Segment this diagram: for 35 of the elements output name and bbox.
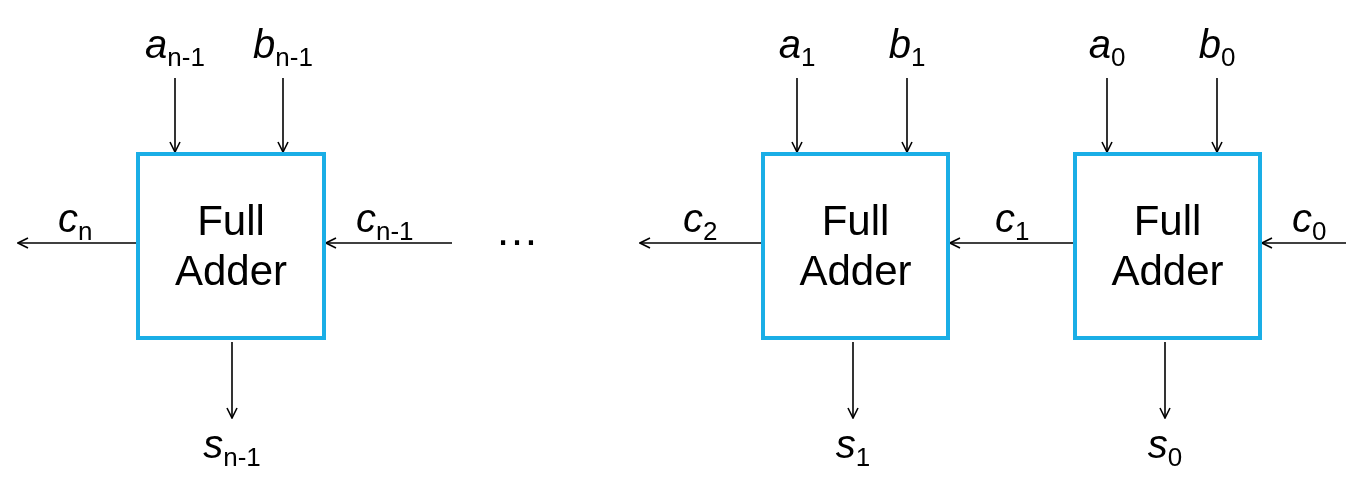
arrow [1211,77,1223,153]
signal-label: b$_{1}$ [877,18,937,76]
arrow [1159,341,1171,419]
arrow [325,237,453,249]
signal-label: b$_{n-1}$ [243,18,323,76]
arrow [17,237,137,249]
full-adder-box [136,152,326,340]
signal-label: s$_{0}$ [1135,418,1195,476]
edge-label: c$_{n-1}$ [356,198,414,244]
arrow [277,77,289,153]
signal-label: a$_{0}$ [1077,18,1137,76]
arrow [1101,77,1113,153]
adder-label: Full Adder [798,195,913,296]
edge-label: c$_{n}$ [58,198,93,244]
full-adder-box [1073,152,1262,340]
edge-label: c$_{1}$ [995,198,1030,244]
arrow [639,237,762,249]
full-adder-box [761,152,950,340]
adder-label: Full Adder [173,195,289,296]
adder-label: Full Adder [1110,195,1225,296]
arrow [169,77,181,153]
arrow [949,237,1074,249]
ellipsis-label: … [495,208,539,252]
signal-label: a$_{1}$ [767,18,827,76]
arrow [901,77,913,153]
signal-label: a$_{n-1}$ [135,18,215,76]
edge-label: c$_{0}$ [1292,198,1327,244]
arrow [226,341,238,419]
arrow [791,77,803,153]
edge-label: c$_{2}$ [683,198,718,244]
arrow [847,341,859,419]
signal-label: s$_{n-1}$ [192,418,272,476]
signal-label: s$_{1}$ [823,418,883,476]
arrow [1261,237,1347,249]
signal-label: b$_{0}$ [1187,18,1247,76]
